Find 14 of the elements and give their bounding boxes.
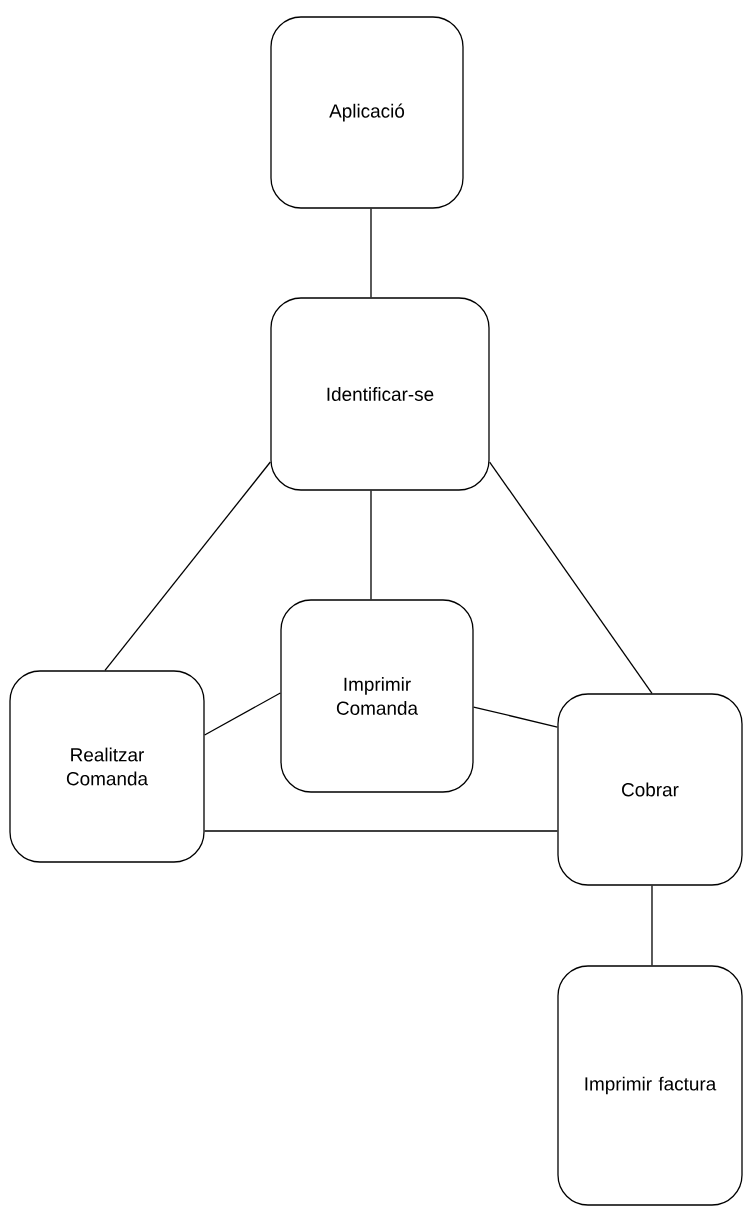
connector-line	[473, 706, 558, 728]
connector-line	[651, 885, 653, 966]
connector-line	[204, 692, 281, 736]
connector-line	[370, 490, 372, 600]
process-box: Cobrar	[557, 693, 743, 886]
connector-line	[104, 461, 271, 671]
connector-line	[370, 208, 372, 298]
process-box: Identificar-se	[270, 297, 490, 491]
connector-line	[204, 830, 558, 832]
process-box: Imprimir Comanda	[280, 599, 474, 793]
process-box: Realitzar Comanda	[9, 670, 205, 863]
process-box: Aplicació	[270, 16, 464, 209]
process-box: Imprimir factura	[557, 965, 743, 1206]
connector-line	[489, 461, 653, 694]
